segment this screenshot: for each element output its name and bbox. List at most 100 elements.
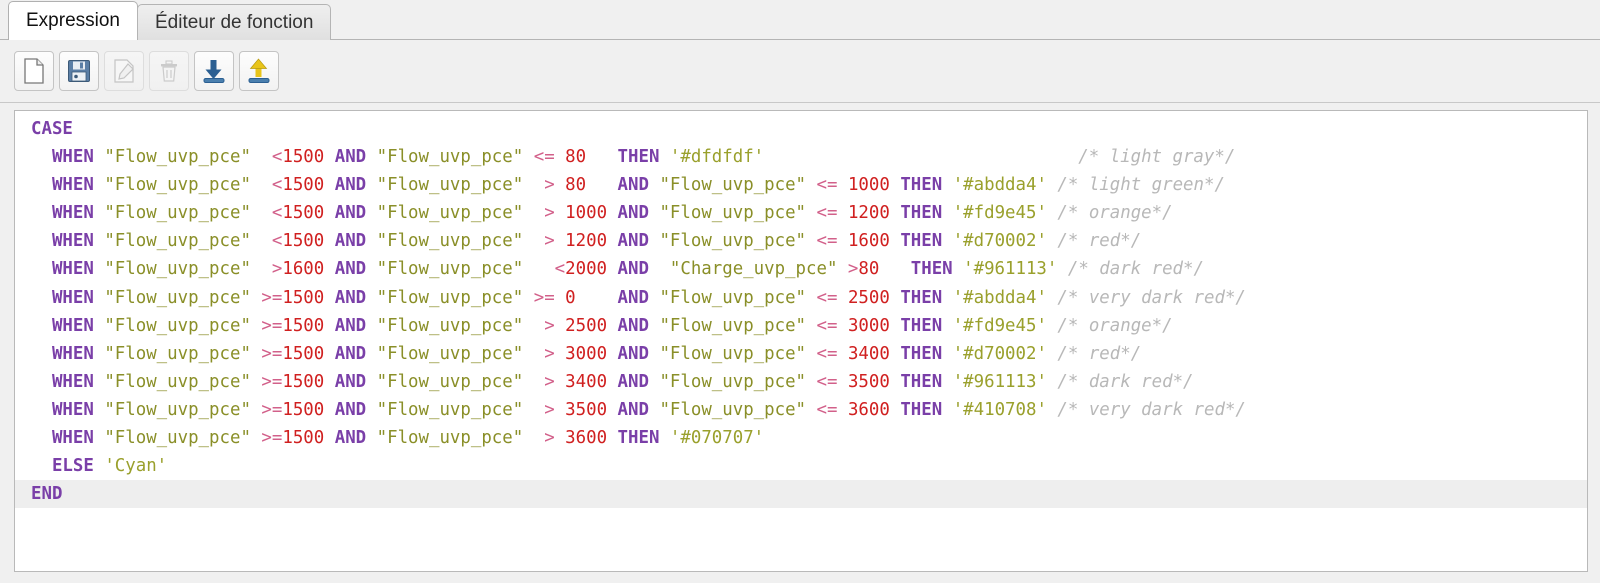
code-token-op: <=: [816, 175, 838, 196]
code-token-pl: [31, 259, 52, 279]
code-token-cmt: /* dark red*/: [1067, 259, 1204, 280]
code-token-kw: AND: [334, 203, 367, 224]
code-line[interactable]: END: [15, 480, 1587, 509]
code-token-op: >: [544, 371, 555, 392]
code-token-pl: [366, 316, 376, 336]
tab-label: Éditeur de fonction: [155, 11, 314, 33]
code-token-num: 1500: [282, 428, 325, 449]
code-line[interactable]: WHEN "Flow_uvp_pce" >1600 AND "Flow_uvp_…: [15, 255, 1587, 283]
code-line[interactable]: WHEN "Flow_uvp_pce" <1500 AND "Flow_uvp_…: [15, 227, 1587, 255]
code-line[interactable]: WHEN "Flow_uvp_pce" >=1500 AND "Flow_uvp…: [15, 284, 1587, 312]
code-token-op: <=: [816, 315, 838, 336]
code-line[interactable]: WHEN "Flow_uvp_pce" >=1500 AND "Flow_uvp…: [15, 312, 1587, 340]
code-token-pl: [251, 203, 272, 223]
code-token-num: 3600: [847, 399, 890, 420]
code-token-op: >: [271, 259, 283, 280]
code-token-cmt: /* dark red*/: [1057, 371, 1194, 392]
code-token-pl: [1047, 288, 1057, 308]
save-expression-button[interactable]: [59, 51, 99, 91]
code-token-pl: [555, 344, 565, 364]
code-token-pl: [324, 316, 334, 336]
tab-expression[interactable]: Expression: [8, 1, 138, 40]
code-token-op: >=: [261, 343, 283, 364]
code-token-num: 2000: [565, 259, 608, 280]
code-token-num: 1200: [565, 231, 608, 252]
code-token-fld: "Flow_uvp_pce": [104, 231, 251, 252]
code-line[interactable]: WHEN "Flow_uvp_pce" >=1500 AND "Flow_uvp…: [15, 340, 1587, 368]
code-token-op: <=: [816, 231, 838, 252]
code-token-pl: [324, 428, 334, 448]
code-token-num: 1500: [282, 371, 325, 392]
code-token-fld: "Flow_uvp_pce": [659, 231, 807, 252]
code-token-pl: [94, 316, 104, 336]
code-token-pl: [806, 175, 816, 195]
code-token-fld: "Flow_uvp_pce": [376, 287, 524, 308]
code-token-pl: [607, 344, 617, 364]
code-token-num: 1500: [282, 175, 325, 196]
code-token-kw: CASE: [31, 119, 73, 139]
code-token-kw: THEN: [900, 343, 943, 364]
code-token-kw: AND: [334, 343, 367, 364]
export-icon: [246, 58, 272, 84]
code-token-num: 1000: [565, 203, 608, 224]
code-token-pl: [837, 344, 847, 364]
code-token-pl: [523, 203, 544, 223]
code-token-op: <=: [533, 147, 555, 168]
code-line[interactable]: ELSE 'Cyan': [15, 452, 1587, 480]
code-token-pl: [324, 231, 334, 251]
expression-editor[interactable]: CASE WHEN "Flow_uvp_pce" <1500 AND "Flow…: [14, 110, 1588, 572]
code-token-pl: [555, 400, 565, 420]
code-token-op: >: [544, 428, 555, 449]
code-token-cmt: /* very dark red*/: [1057, 399, 1246, 420]
code-token-num: 1500: [282, 231, 325, 252]
code-token-pl: [31, 175, 52, 195]
code-token-pl: [1047, 344, 1057, 364]
code-token-kw: AND: [334, 371, 367, 392]
expression-code[interactable]: CASE WHEN "Flow_uvp_pce" <1500 AND "Flow…: [15, 111, 1587, 509]
code-token-kw: AND: [334, 175, 367, 196]
code-token-pl: [324, 203, 334, 223]
tab-function-editor[interactable]: Éditeur de fonction: [137, 4, 332, 40]
code-token-str: '#d70002': [952, 231, 1047, 252]
code-token-cmt: /* light gray*/: [1078, 147, 1236, 168]
code-token-pl: [324, 344, 334, 364]
code-token-kw: THEN: [617, 428, 660, 449]
code-token-num: 1600: [282, 259, 325, 280]
code-token-kw: AND: [334, 428, 367, 449]
code-line[interactable]: WHEN "Flow_uvp_pce" <1500 AND "Flow_uvp_…: [15, 143, 1587, 171]
code-line[interactable]: WHEN "Flow_uvp_pce" >=1500 AND "Flow_uvp…: [15, 368, 1587, 396]
code-token-op: <: [271, 147, 283, 168]
export-expression-button[interactable]: [239, 51, 279, 91]
code-token-kw: THEN: [617, 147, 660, 168]
code-token-pl: [366, 175, 376, 195]
code-token-pl: [806, 372, 816, 392]
code-line[interactable]: WHEN "Flow_uvp_pce" <1500 AND "Flow_uvp_…: [15, 171, 1587, 199]
save-icon: [67, 59, 91, 83]
code-token-op: >=: [261, 399, 283, 420]
import-expression-button[interactable]: [194, 51, 234, 91]
code-line[interactable]: WHEN "Flow_uvp_pce" >=1500 AND "Flow_uvp…: [15, 424, 1587, 452]
code-token-pl: [31, 203, 52, 223]
code-token-fld: "Flow_uvp_pce": [659, 315, 807, 336]
code-token-kw: WHEN: [51, 203, 94, 224]
code-token-pl: [31, 372, 52, 392]
code-token-pl: [764, 147, 1078, 167]
code-line[interactable]: WHEN "Flow_uvp_pce" >=1500 AND "Flow_uvp…: [15, 396, 1587, 424]
code-token-pl: [942, 231, 952, 251]
code-token-pl: [607, 316, 617, 336]
code-line[interactable]: WHEN "Flow_uvp_pce" <1500 AND "Flow_uvp_…: [15, 199, 1587, 227]
code-token-pl: [31, 231, 52, 251]
code-token-pl: [366, 147, 376, 167]
code-token-kw: WHEN: [51, 287, 94, 308]
code-token-pl: [523, 175, 544, 195]
code-line[interactable]: CASE: [15, 115, 1587, 143]
code-token-num: 2500: [847, 287, 890, 308]
new-expression-button[interactable]: [14, 51, 54, 91]
code-token-fld: "Flow_uvp_pce": [104, 315, 251, 336]
code-token-pl: [94, 259, 104, 279]
code-token-num: 2500: [565, 315, 608, 336]
code-token-op: <: [271, 231, 283, 252]
code-token-kw: THEN: [910, 259, 953, 280]
code-token-kw: WHEN: [51, 371, 94, 392]
code-token-fld: "Flow_uvp_pce": [376, 147, 524, 168]
